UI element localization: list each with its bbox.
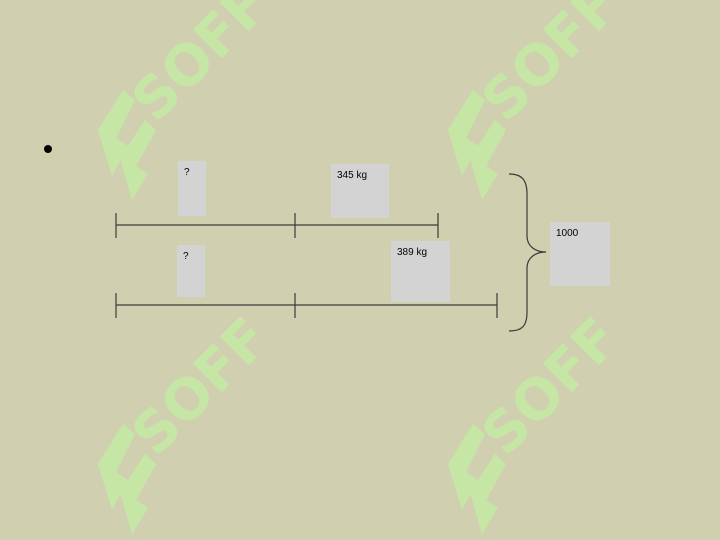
bar-2-unknown-label: ? <box>177 245 205 297</box>
total-brace <box>508 173 547 332</box>
total-label: 1000 <box>550 222 610 286</box>
bar-1-unknown-label: ? <box>178 161 206 216</box>
bar-2-known-label: 389 kg <box>391 241 450 302</box>
bar-1-known-label: 345 kg <box>331 164 389 218</box>
bullet-point <box>44 145 52 153</box>
